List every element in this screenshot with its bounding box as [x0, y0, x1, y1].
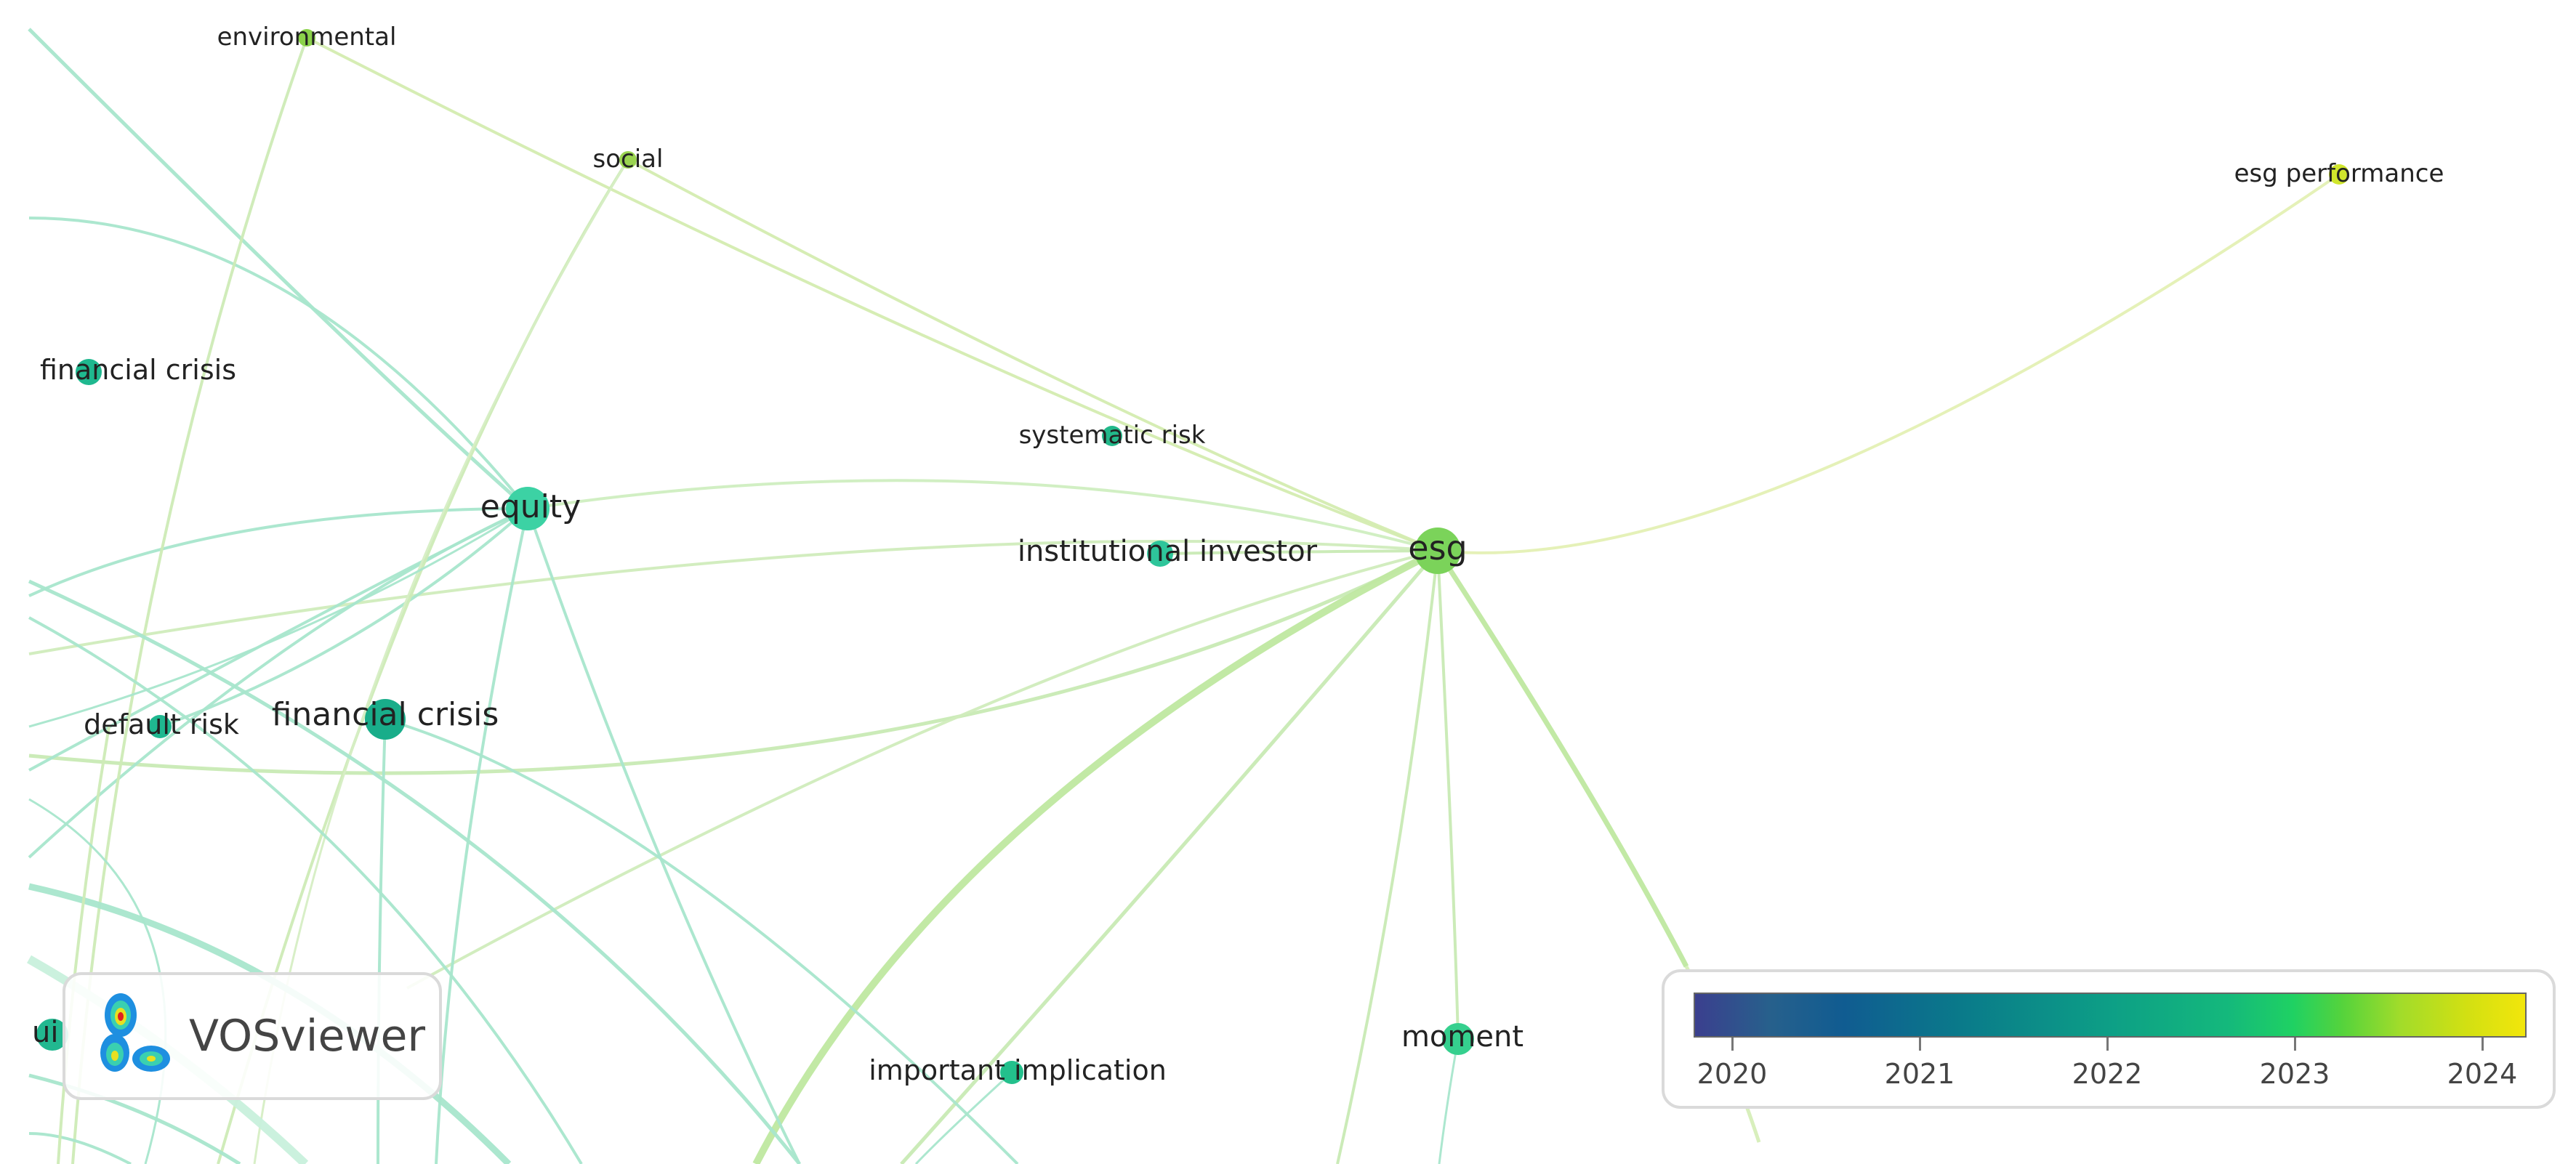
legend-tick-label: 2022 [2072, 1058, 2143, 1090]
network-edge [914, 1071, 1013, 1164]
node-esg-performance[interactable] [2329, 164, 2349, 185]
node-label-systematic-risk[interactable]: systematic risk [1019, 421, 1206, 450]
network-labels: environmental social esg performance financ… [32, 23, 2444, 1086]
network-edge [28, 507, 528, 772]
network-edge [406, 549, 1438, 990]
node-label-esg-performance[interactable]: esg performance [2234, 159, 2444, 188]
node-label-liquidity[interactable]: ui [32, 1016, 58, 1049]
network-edge [1436, 549, 1689, 968]
network-edge [752, 547, 1440, 1164]
node-environmental[interactable] [298, 29, 315, 47]
node-default-risk[interactable] [148, 715, 172, 738]
legend-tick-label: 2023 [2259, 1058, 2330, 1090]
vosviewer-logo: VOSviewer [63, 972, 442, 1100]
network-edge [28, 549, 1439, 775]
vosviewer-logo-icon [100, 993, 170, 1072]
network-edge [28, 539, 1438, 655]
node-equity[interactable] [506, 487, 550, 530]
network-edge [28, 1073, 241, 1164]
network-edge [526, 508, 801, 1164]
node-systematic-risk[interactable] [1102, 426, 1122, 446]
network-edge [28, 217, 529, 510]
network-edge [159, 507, 529, 728]
network-edge [28, 28, 529, 510]
network-edge [28, 507, 528, 597]
network-edge [900, 549, 1439, 1164]
legend-tick-label: 2021 [1884, 1058, 1955, 1090]
network-edge [527, 479, 1438, 552]
network-edge [57, 726, 110, 1164]
legend-tick [2482, 1038, 2484, 1051]
node-label-important-implication[interactable]: important implication [869, 1054, 1167, 1086]
network-edge [28, 616, 583, 1164]
legend-tick-label: 2024 [2447, 1058, 2518, 1090]
node-important-implication[interactable] [1000, 1061, 1023, 1084]
network-edge [306, 36, 1438, 552]
node-label-financial-crisis-1[interactable]: financial crisis [40, 354, 236, 386]
legend-tick [1731, 1038, 1734, 1051]
node-financial-crisis-2[interactable] [365, 699, 406, 740]
legend-gradient-bar [1694, 993, 2527, 1038]
legend-tick [2294, 1038, 2296, 1051]
network-edge [28, 579, 801, 1164]
network-edge [1436, 550, 1460, 1040]
network-edge [435, 508, 529, 1164]
node-label-institutional-investor[interactable]: institutional investor [1018, 535, 1318, 568]
node-label-moment[interactable]: moment [1401, 1020, 1524, 1054]
node-social[interactable] [619, 151, 637, 169]
node-liquidity[interactable] [36, 1019, 68, 1051]
node-esg[interactable] [1414, 528, 1461, 574]
color-legend: 2020 2021 2022 2023 2024 [1662, 969, 2556, 1109]
network-edge [1438, 1038, 1460, 1164]
node-label-default-risk[interactable]: default risk [84, 708, 239, 740]
network-edge [1159, 549, 1438, 555]
node-institutional-investor[interactable] [1147, 541, 1173, 567]
node-financial-crisis-1[interactable] [76, 359, 102, 385]
network-edge [28, 507, 528, 859]
node-label-social[interactable]: social [593, 145, 664, 174]
vosviewer-logo-text: VOSviewer [189, 1011, 426, 1062]
network-edge [28, 507, 528, 728]
network-edge [1437, 173, 2340, 554]
network-edge [377, 719, 387, 1164]
node-label-esg[interactable]: esg [1408, 528, 1467, 567]
node-label-financial-crisis-2[interactable]: financial crisis [272, 696, 499, 733]
network-nodes [36, 29, 2349, 1084]
legend-tick-label: 2020 [1696, 1058, 1768, 1090]
network-edge [385, 718, 1019, 1164]
network-edge [28, 1132, 132, 1164]
legend-tick [2106, 1038, 2109, 1051]
node-moment[interactable] [1442, 1023, 1474, 1055]
node-label-equity[interactable]: equity [480, 488, 581, 525]
legend-tick [1919, 1038, 1921, 1051]
node-label-environmental[interactable]: environmental [217, 23, 397, 52]
network-edge [1336, 550, 1439, 1164]
network-edge [627, 158, 1438, 552]
